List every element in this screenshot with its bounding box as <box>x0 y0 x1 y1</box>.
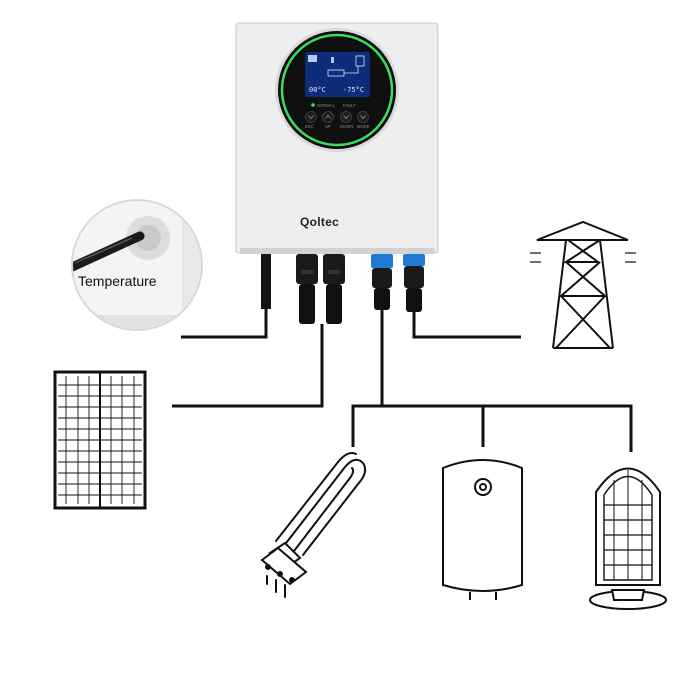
display-right-reading: -75°C <box>343 86 364 94</box>
pv-connector-left <box>296 254 318 324</box>
down-label: DOWN <box>340 124 353 129</box>
wire-temperature <box>181 309 266 337</box>
cable-connectors <box>261 254 425 324</box>
wire-load-bus <box>353 406 631 452</box>
heating-element-icon <box>262 453 365 597</box>
space-heater-icon <box>590 469 666 610</box>
status-normal-label: NORMAL <box>317 103 336 108</box>
solar-panel-icon <box>55 372 145 508</box>
up-label: UP <box>325 124 331 129</box>
status-fault-label: FAULT <box>343 103 356 108</box>
pv-connector-right <box>323 254 345 324</box>
esc-label: ESC <box>305 124 314 129</box>
power-tower-icon <box>530 222 636 348</box>
solar-heater-controller: 00°C -75°C NORMAL FAULT ESC UP DOWN <box>236 23 438 254</box>
water-heater-icon <box>443 460 522 600</box>
lcd-display: 00°C -75°C NORMAL FAULT ESC UP DOWN <box>275 28 399 152</box>
temperature-label: Temperature <box>78 273 157 289</box>
status-led-icon <box>311 103 315 107</box>
mode-button[interactable]: MODE <box>357 112 370 130</box>
brand-logo: Qoltec <box>300 215 339 229</box>
grid-connector <box>403 254 425 312</box>
mode-label: MODE <box>357 124 370 129</box>
wiring <box>172 309 631 452</box>
temperature-cable <box>261 254 271 309</box>
display-left-reading: 00°C <box>309 86 326 94</box>
temperature-probe-icon: Temperature <box>70 198 207 335</box>
output-connector <box>371 254 393 310</box>
wire-grid <box>414 312 521 337</box>
